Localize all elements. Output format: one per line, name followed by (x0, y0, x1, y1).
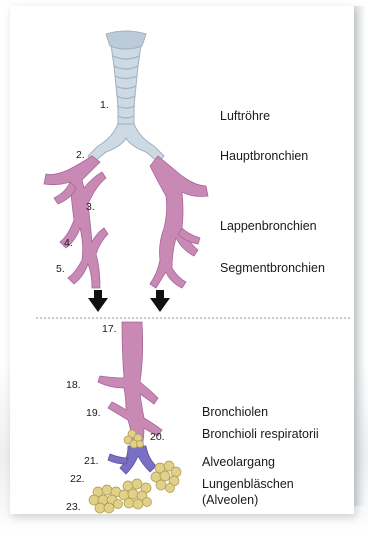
marker-21: 21. (84, 455, 99, 467)
label-main-bronchi: Hauptbronchien (220, 149, 308, 163)
marker-22: 22. (70, 473, 85, 485)
label-alveoli-latin: (Alveolen) (202, 493, 258, 507)
marker-1: 1. (100, 99, 109, 111)
label-trachea: Luftröhre (220, 109, 270, 123)
marker-18: 18. (66, 379, 81, 391)
label-lobar-bronchi: Lappenbronchien (220, 219, 317, 233)
airway-diagram: 1. 2. 3. 4. 5. 17. 18. 19. 20. 21. 22. 2… (10, 6, 354, 514)
marker-2: 2. (76, 149, 85, 161)
alveoli-cluster-right (151, 461, 181, 493)
marker-23: 23. (66, 501, 81, 513)
marker-20: 20. (150, 431, 165, 443)
marker-3: 3. (86, 201, 95, 213)
alveolar-duct-illustration (108, 446, 156, 474)
right-bronchial-tree (150, 156, 208, 288)
down-arrow-right (150, 290, 170, 312)
down-arrow-left (88, 290, 108, 312)
marker-4: 4. (64, 237, 73, 249)
marker-17: 17. (102, 323, 117, 335)
bronchiole-tree (98, 322, 162, 446)
diagram-card: 1. 2. 3. 4. 5. 17. 18. 19. 20. 21. 22. 2… (10, 6, 354, 514)
alveoli-cluster-middle (119, 479, 152, 509)
trachea-illustration (88, 31, 164, 162)
label-alveoli: Lungenbläschen (202, 477, 294, 491)
alveoli-cluster-left (89, 485, 123, 513)
label-respiratory-bronchioles: Bronchioli respiratorii (202, 427, 319, 441)
marker-5: 5. (56, 263, 65, 275)
right-edge-shadow (352, 6, 366, 506)
label-bronchioles: Bronchiolen (202, 405, 268, 419)
marker-19: 19. (86, 407, 101, 419)
alveoli-clusters (89, 430, 181, 513)
label-alveolar-duct: Alveolargang (202, 455, 275, 469)
label-segmental-bronchi: Segmentbronchien (220, 261, 325, 275)
left-bronchial-tree (44, 156, 108, 288)
